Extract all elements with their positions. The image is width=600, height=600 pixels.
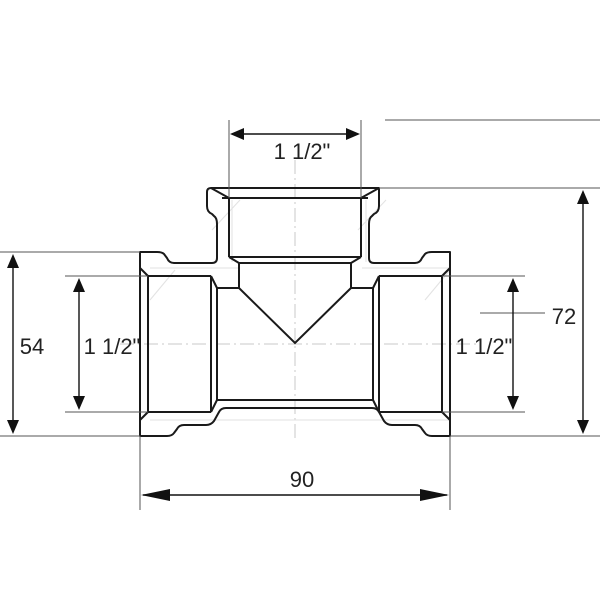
total-height-label: 72 [552, 304, 576, 329]
top-bore [210, 187, 380, 288]
left-height-label: 54 [20, 334, 44, 359]
left-bore [139, 267, 218, 421]
dimension-left-height: 54 [7, 254, 44, 434]
tee-body-outline [139, 187, 451, 437]
extension-lines [0, 119, 600, 510]
dimension-left-thread: 1 1/2" [73, 278, 140, 410]
top-thread-label: 1 1/2" [274, 139, 331, 164]
total-width-label: 90 [290, 467, 314, 492]
dimension-total-width: 90 [141, 467, 449, 501]
left-thread-label: 1 1/2" [84, 334, 141, 359]
main-bore [216, 287, 374, 401]
right-bore [372, 267, 451, 421]
drill-cone [238, 287, 352, 345]
construction-lines [149, 199, 451, 421]
dimension-right-thread: 1 1/2" [456, 278, 519, 410]
dimension-total-height: 72 [552, 190, 589, 434]
dimension-top-thread: 1 1/2" [230, 128, 360, 164]
center-lines [120, 160, 480, 440]
right-thread-label: 1 1/2" [456, 334, 513, 359]
